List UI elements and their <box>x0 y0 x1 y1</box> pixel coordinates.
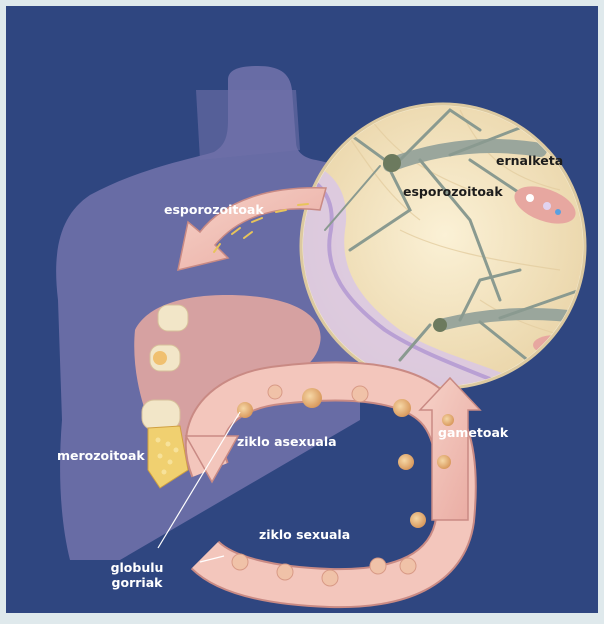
label-ziklo-asexuala: ziklo asexuala <box>237 434 337 449</box>
label-esporozoitoak-human: esporozoitoak <box>164 202 264 217</box>
label-ernalketa: ernalketa <box>496 153 563 168</box>
label-globulu-gorriak: globulu gorriak <box>107 560 167 590</box>
label-esporozoitoak-mosquito: esporozoitoak <box>403 184 503 199</box>
label-gametoak: gametoak <box>438 425 508 440</box>
label-merozoitoak: merozoitoak <box>57 448 145 463</box>
label-ziklo-sexuala: ziklo sexuala <box>259 527 350 542</box>
label-globulu: globulu <box>107 560 167 575</box>
human-neck <box>196 90 300 160</box>
label-gorriak: gorriak <box>107 575 167 590</box>
